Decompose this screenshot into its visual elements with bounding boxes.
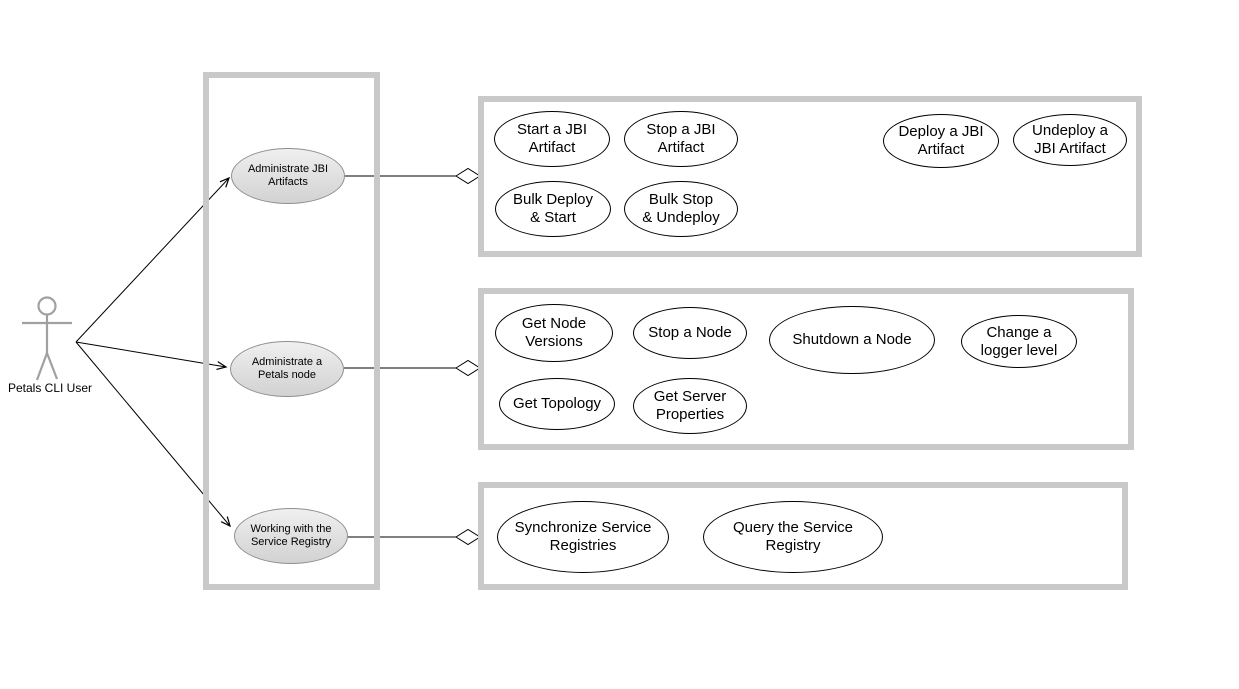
- usecase-label: Get Node Versions: [521, 315, 587, 350]
- diamond-connector-jbi: [455, 167, 481, 185]
- usecase-synchronize-service-registries: Synchronize Service Registries: [497, 501, 669, 573]
- subject-label: Administrate a Petals node: [251, 356, 323, 381]
- subjects-frame: [203, 72, 380, 590]
- actor-label: Petals CLI User: [7, 381, 93, 395]
- usecase-label: Get Topology: [512, 395, 602, 413]
- usecase-get-server-properties: Get Server Properties: [633, 378, 747, 434]
- usecase-shutdown-a-node: Shutdown a Node: [769, 306, 935, 374]
- usecase-query-service-registry: Query the Service Registry: [703, 501, 883, 573]
- subject-working-with-service-registry: Working with the Service Registry: [234, 508, 348, 564]
- usecase-bulk-stop-undeploy: Bulk Stop & Undeploy: [624, 181, 738, 237]
- subject-label: Working with the Service Registry: [250, 523, 332, 548]
- usecase-label: Deploy a JBI Artifact: [898, 123, 984, 158]
- usecase-label: Change a logger level: [980, 323, 1058, 359]
- usecase-stop-jbi-artifact: Stop a JBI Artifact: [624, 111, 738, 167]
- usecase-stop-a-node: Stop a Node: [633, 307, 747, 359]
- usecase-label: Stop a Node: [648, 324, 732, 342]
- diamond-connector-registry: [455, 528, 481, 546]
- package-petals-node: [478, 288, 1134, 450]
- usecase-label: Start a JBI Artifact: [516, 121, 588, 156]
- usecase-label: Get Server Properties: [653, 388, 727, 423]
- subject-administrate-jbi-artifacts: Administrate JBI Artifacts: [231, 148, 345, 204]
- usecase-deploy-jbi-artifact: Deploy a JBI Artifact: [883, 114, 999, 168]
- usecase-get-node-versions: Get Node Versions: [495, 304, 613, 362]
- usecase-label: Undeploy a JBI Artifact: [1032, 122, 1108, 157]
- usecase-label: Query the Service Registry: [732, 519, 854, 554]
- subject-label: Administrate JBI Artifacts: [247, 163, 329, 188]
- usecase-change-logger-level: Change a logger level: [961, 315, 1077, 368]
- usecase-label: Shutdown a Node: [792, 331, 912, 349]
- usecase-label: Bulk Stop & Undeploy: [642, 191, 720, 226]
- usecase-start-jbi-artifact: Start a JBI Artifact: [494, 111, 610, 167]
- diamond-connector-node: [455, 359, 481, 377]
- usecase-label: Stop a JBI Artifact: [646, 121, 716, 156]
- actor-icon: [22, 296, 72, 381]
- usecase-label: Bulk Deploy & Start: [512, 191, 594, 226]
- usecase-label: Synchronize Service Registries: [514, 519, 652, 554]
- usecase-bulk-deploy-start: Bulk Deploy & Start: [495, 181, 611, 237]
- usecase-undeploy-jbi-artifact: Undeploy a JBI Artifact: [1013, 114, 1127, 166]
- package-service-registry: [478, 482, 1128, 590]
- package-jbi-artifacts: [478, 96, 1142, 257]
- subject-administrate-petals-node: Administrate a Petals node: [230, 341, 344, 397]
- association-actor-to-administrate-node: [75, 341, 228, 371]
- usecase-get-topology: Get Topology: [499, 378, 615, 430]
